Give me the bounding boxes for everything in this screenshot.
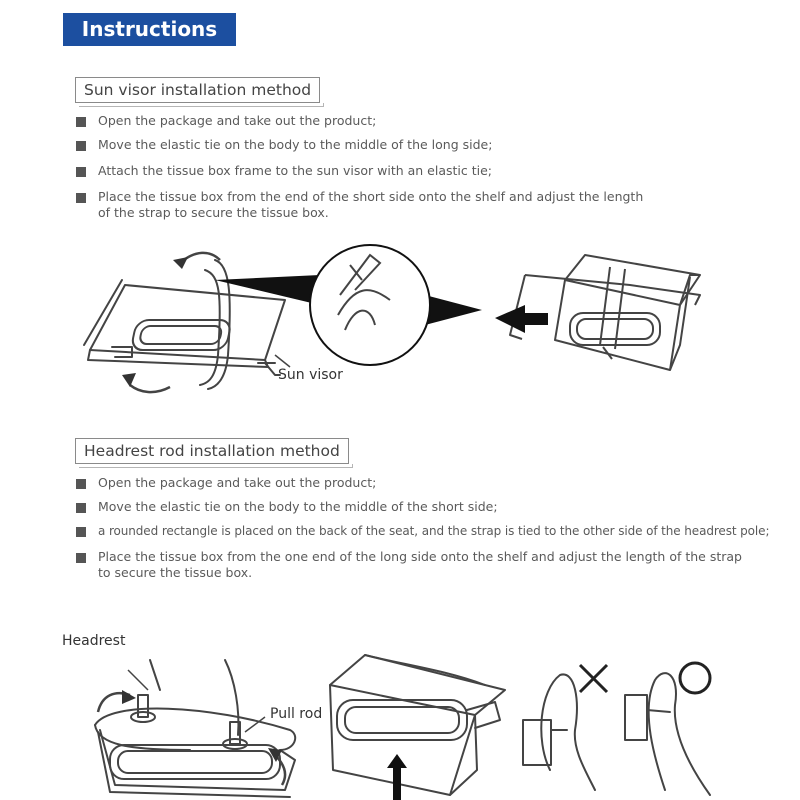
bullet-square-icon [76, 553, 86, 563]
sun-visor-section-title: Sun visor installation method [75, 77, 325, 107]
list-item: Open the package and take out the produc… [76, 113, 796, 131]
headrest-section-title: Headrest rod installation method [75, 438, 353, 468]
bullet-square-icon [76, 193, 86, 203]
step-text: Place the tissue box from the one end of… [98, 549, 742, 580]
bullet-square-icon [76, 117, 86, 127]
bullet-square-icon [76, 527, 86, 537]
sun-visor-label: Sun visor [278, 367, 343, 383]
bullet-square-icon [76, 141, 86, 151]
list-item: Move the elastic tie on the body to the … [76, 137, 796, 155]
instructions-banner: Instructions [63, 13, 236, 46]
list-item: a rounded rectangle is placed on the bac… [76, 523, 796, 541]
list-item: Move the elastic tie on the body to the … [76, 499, 796, 517]
tissue-box-illustration [329, 654, 506, 800]
step-text: Move the elastic tie on the body to the … [98, 137, 493, 152]
list-item: Open the package and take out the produc… [76, 475, 796, 493]
cross-icon [578, 663, 609, 694]
step-text: Open the package and take out the produc… [98, 113, 377, 128]
correct-position-illustration [522, 661, 712, 796]
sun-visor-illustration [83, 244, 701, 394]
pull-rod-label: Pull rod [270, 706, 323, 722]
bullet-square-icon [76, 167, 86, 177]
step-text: Move the elastic tie on the body to the … [98, 499, 498, 514]
list-item: Attach the tissue box frame to the sun v… [76, 163, 796, 181]
list-item: Place the tissue box from the end of the… [76, 189, 796, 223]
step-text: a rounded rectangle is placed on the bac… [98, 524, 770, 538]
headrest-rod-illustration [94, 659, 297, 798]
headrest-label: Headrest [62, 633, 126, 649]
step-text: Open the package and take out the produc… [98, 475, 377, 490]
bullet-square-icon [76, 503, 86, 513]
step-text: Attach the tissue box frame to the sun v… [98, 163, 493, 178]
step-text: Place the tissue box from the end of the… [98, 189, 644, 220]
circle-icon [678, 661, 712, 695]
list-item: Place the tissue box from the one end of… [76, 549, 796, 583]
bullet-square-icon [76, 479, 86, 489]
